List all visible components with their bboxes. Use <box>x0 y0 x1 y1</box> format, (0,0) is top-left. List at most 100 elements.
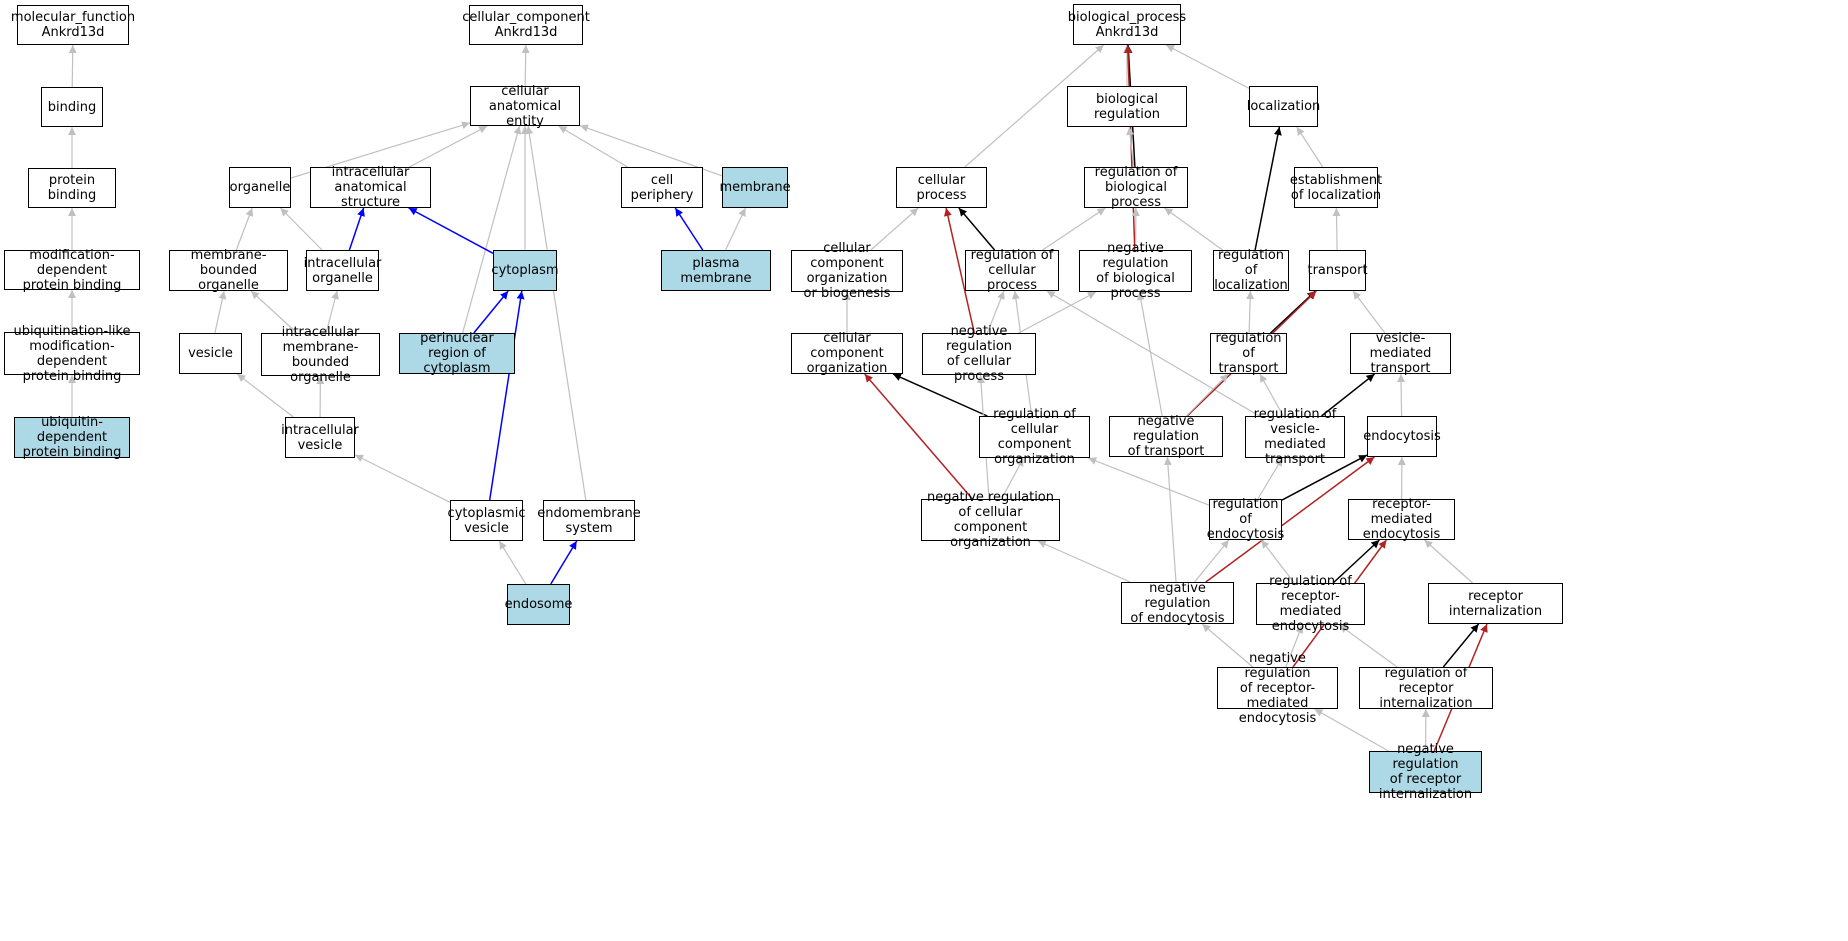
node-est-loc[interactable]: establishment of localization <box>1290 167 1382 208</box>
node-cco[interactable]: cellular component organization <box>791 331 903 376</box>
edge-is-a-iv-to-vesicle <box>236 373 294 418</box>
node-ri[interactable]: receptor internalization <box>1428 583 1563 624</box>
node-biol-reg[interactable]: biological regulation <box>1067 86 1187 127</box>
node-rme[interactable]: receptor-mediated endocytosis <box>1348 497 1455 542</box>
edge-is-a-reg-endo-to-reg-cco <box>1087 457 1210 506</box>
edge-negatively-regulates-neg-reg-cp-to-cellular-process <box>943 207 976 334</box>
edge-part-of-cytoplasm-to-ias <box>408 207 494 254</box>
node-mbo[interactable]: membrane-bounded organelle <box>169 248 288 293</box>
edge-is-a-cell-periphery-to-cae <box>558 125 628 168</box>
edge-is-a-endocytosis-to-vmt <box>1397 373 1406 417</box>
edge-is-a-cellular-process-to-bp-root <box>964 44 1105 168</box>
edge-regulates-reg-endo-to-endocytosis <box>1281 454 1368 501</box>
edge-part-of-cv-to-cytoplasm <box>488 290 525 501</box>
edge-regulates-reg-cp-to-cellular-process <box>958 207 996 251</box>
node-transport[interactable]: transport <box>1307 250 1368 291</box>
edge-is-a-localization-to-bp-root <box>1165 44 1250 89</box>
edge-is-a-neg-reg-cco-to-reg-cco <box>1001 457 1024 500</box>
node-imbo[interactable]: intracellular membrane-bounded organelle <box>261 325 380 385</box>
node-reg-vmt[interactable]: regulation of vesicle-mediated transport <box>1245 407 1345 467</box>
node-reg-bp[interactable]: regulation of biological process <box>1084 165 1188 210</box>
node-mf-root[interactable]: molecular_function Ankrd13d <box>11 5 135 45</box>
edge-is-a-neg-reg-transport-to-reg-transport <box>1185 373 1229 417</box>
edge-is-a-est-loc-to-localization <box>1296 126 1324 168</box>
node-reg-loc[interactable]: regulation of localization <box>1213 248 1289 293</box>
edge-part-of-endosome-to-endomembrane <box>550 540 578 585</box>
node-reg-rme[interactable]: regulation of receptor-mediated endocyto… <box>1256 574 1365 634</box>
edge-is-a-imbo-to-io <box>325 290 339 334</box>
edge-is-a-reg-loc-to-reg-bp <box>1164 207 1223 251</box>
edge-is-a-neg-reg-transport-to-neg-reg-bp <box>1136 291 1163 417</box>
node-binding[interactable]: binding <box>41 87 103 127</box>
edge-part-of-perinuclear-to-cytoplasm <box>473 290 509 334</box>
edge-is-a-reg-ri-to-reg-rme <box>1339 624 1398 668</box>
edge-part-of-plasma-membrane-to-cell-periphery <box>674 207 704 251</box>
node-neg-reg-rme[interactable]: negative regulation of receptor-mediated… <box>1217 651 1338 726</box>
node-cytoplasm[interactable]: cytoplasm <box>491 250 559 291</box>
node-bp-root[interactable]: biological_process Ankrd13d <box>1068 4 1186 45</box>
edge-is-a-ias-to-cae <box>409 125 488 168</box>
node-endosome[interactable]: endosome <box>505 584 572 625</box>
edge-regulates-reg-vmt-to-vmt <box>1321 373 1376 417</box>
edge-negatively-regulates-neg-reg-cco-to-cco <box>864 373 973 500</box>
node-cv[interactable]: cytoplasmic vesicle <box>448 500 525 541</box>
edge-regulates-reg-ri-to-ri <box>1442 623 1480 668</box>
edge-is-a-imbo-to-mbo <box>250 290 298 334</box>
node-vmt[interactable]: vesicle-mediated transport <box>1350 331 1451 376</box>
edge-is-a-transport-to-est-loc <box>1332 207 1341 251</box>
node-ias[interactable]: intracellular anatomical structure <box>310 165 431 210</box>
node-membrane[interactable]: membrane <box>719 167 791 208</box>
node-perinuclear[interactable]: perinuclear region of cytoplasm <box>399 331 515 376</box>
edge-is-a-reg-transport-to-reg-loc <box>1246 290 1255 334</box>
edge-is-a-neg-reg-rme-to-neg-reg-endo <box>1201 623 1254 668</box>
node-cellular-process[interactable]: cellular process <box>896 167 987 208</box>
edge-is-a-neg-reg-endo-to-reg-endo <box>1194 539 1230 583</box>
node-vesicle[interactable]: vesicle <box>179 333 242 374</box>
node-cae[interactable]: cellular anatomical entity <box>470 84 580 129</box>
edge-is-a-io-to-organelle <box>279 207 323 251</box>
node-endocytosis[interactable]: endocytosis <box>1363 416 1441 457</box>
edge-is-a-reg-vmt-to-reg-cp <box>1046 290 1260 417</box>
node-neg-reg-bp[interactable]: negative regulation of biological proces… <box>1079 241 1192 301</box>
node-ub-dep-binding[interactable]: ubiquitin-dependent protein binding <box>14 415 130 460</box>
edge-regulates-reg-rme-to-rme <box>1332 539 1380 584</box>
node-ccob[interactable]: cellular component organization or bioge… <box>791 241 903 301</box>
node-neg-reg-transport[interactable]: negative regulation of transport <box>1109 414 1223 459</box>
node-reg-cp[interactable]: regulation of cellular process <box>965 248 1059 293</box>
node-endomembrane[interactable]: endomembrane system <box>537 500 641 541</box>
node-neg-reg-cp[interactable]: negative regulation of cellular process <box>922 324 1036 384</box>
edge-is-a-endomembrane-to-cae <box>525 125 587 501</box>
node-neg-reg-endo[interactable]: negative regulation of endocytosis <box>1121 581 1234 626</box>
edge-is-a-neg-reg-ri-to-neg-reg-rme <box>1314 708 1389 752</box>
node-neg-reg-ri[interactable]: negative regulation of receptor internal… <box>1369 742 1482 802</box>
edge-regulates-reg-cco-to-cco <box>892 373 988 417</box>
node-organelle[interactable]: organelle <box>229 167 291 208</box>
node-reg-ri[interactable]: regulation of receptor internalization <box>1359 666 1493 711</box>
node-protein-binding[interactable]: protein binding <box>28 168 116 208</box>
edge-is-a-ri-to-rme <box>1424 539 1473 584</box>
node-cc-root[interactable]: cellular_component Ankrd13d <box>462 5 590 45</box>
edge-is-a-reg-rme-to-reg-endo <box>1260 539 1295 584</box>
edge-is-a-neg-reg-endo-to-neg-reg-cco <box>1037 540 1131 583</box>
node-iv[interactable]: intracellular vesicle <box>281 417 359 458</box>
node-mod-dep-binding[interactable]: modification-dependent protein binding <box>4 248 140 293</box>
node-cell-periphery[interactable]: cell periphery <box>621 167 703 208</box>
edge-is-a-neg-reg-cp-to-neg-reg-bp <box>1018 291 1097 334</box>
node-plasma-membrane[interactable]: plasma membrane <box>661 250 771 291</box>
edge-part-of-io-to-ias <box>348 207 365 251</box>
node-reg-endo[interactable]: regulation of endocytosis <box>1206 497 1285 542</box>
edge-is-a-cae-to-cc-root <box>521 44 530 87</box>
node-neg-reg-cco[interactable]: negative regulation of cellular componen… <box>921 490 1060 550</box>
edge-is-a-reg-vmt-to-reg-transport <box>1259 373 1284 417</box>
node-reg-cco[interactable]: regulation of cellular component organiz… <box>979 407 1090 467</box>
edge-is-a-endosome-to-cv <box>498 540 527 585</box>
node-io[interactable]: intracellular organelle <box>304 250 381 291</box>
node-localization[interactable]: localization <box>1247 86 1320 127</box>
edge-is-a-cv-to-iv <box>354 454 451 503</box>
node-ubl-mod-dep-binding[interactable]: ubiquitination-like modification-depende… <box>4 324 140 384</box>
node-reg-transport[interactable]: regulation of transport <box>1210 331 1287 376</box>
edge-is-a-binding-to-mf-root <box>68 44 77 88</box>
edge-is-a-reg-bp-to-biol-reg <box>1126 126 1135 168</box>
